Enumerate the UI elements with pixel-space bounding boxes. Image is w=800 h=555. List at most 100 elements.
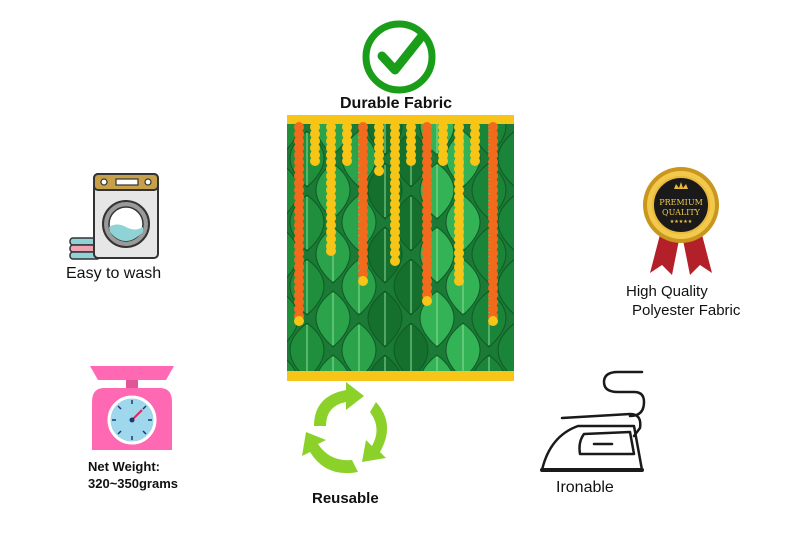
recycle-arrows-icon <box>302 382 388 474</box>
marigold-flower <box>326 213 336 223</box>
marigold-flower <box>294 143 304 153</box>
marigold-border-flower <box>418 371 428 381</box>
marigold-flower <box>454 206 464 216</box>
marigold-flower <box>454 185 464 195</box>
marigold-tassel <box>390 256 400 266</box>
marigold-tassel <box>374 166 384 176</box>
marigold-flower <box>358 241 368 251</box>
marigold-flower <box>454 150 464 160</box>
marigold-flower <box>454 241 464 251</box>
marigold-flower <box>326 136 336 146</box>
marigold-flower <box>374 150 384 160</box>
marigold-flower <box>326 178 336 188</box>
marigold-flower <box>422 199 432 209</box>
marigold-flower <box>326 157 336 167</box>
marigold-flower <box>406 122 416 132</box>
marigold-flower <box>422 164 432 174</box>
marigold-flower <box>422 192 432 202</box>
marigold-flower <box>358 255 368 265</box>
marigold-flower <box>454 192 464 202</box>
marigold-flower <box>358 192 368 202</box>
marigold-flower <box>358 185 368 195</box>
marigold-flower <box>454 248 464 258</box>
marigold-flower <box>406 143 416 153</box>
marigold-flower <box>310 136 320 146</box>
marigold-flower <box>326 171 336 181</box>
marigold-flower <box>294 220 304 230</box>
marigold-flower <box>294 304 304 314</box>
marigold-flower <box>294 199 304 209</box>
marigold-flower <box>422 276 432 286</box>
marigold-flower <box>422 234 432 244</box>
marigold-flower <box>294 213 304 223</box>
marigold-flower <box>358 164 368 174</box>
marigold-flower <box>326 206 336 216</box>
marigold-flower <box>294 136 304 146</box>
marigold-tassel <box>406 156 416 166</box>
marigold-flower <box>390 143 400 153</box>
marigold-flower <box>342 129 352 139</box>
marigold-border-flower <box>478 371 488 381</box>
marigold-flower <box>454 122 464 132</box>
washing-machine-icon <box>69 173 159 260</box>
ironable-feature: Ironable <box>538 370 658 500</box>
marigold-tassel <box>358 276 368 286</box>
marigold-border-flower <box>388 371 398 381</box>
iron-icon <box>540 370 646 472</box>
marigold-flower <box>488 171 498 181</box>
marigold-flower <box>470 122 480 132</box>
marigold-flower <box>326 150 336 160</box>
marigold-flower <box>294 262 304 272</box>
marigold-flower <box>454 143 464 153</box>
marigold-flower <box>454 199 464 209</box>
marigold-flower <box>488 157 498 167</box>
marigold-flower <box>406 129 416 139</box>
marigold-flower <box>470 129 480 139</box>
marigold-flower <box>488 297 498 307</box>
marigold-flower <box>406 136 416 146</box>
marigold-flower <box>390 185 400 195</box>
marigold-flower <box>488 164 498 174</box>
marigold-flower <box>358 171 368 181</box>
marigold-flower <box>342 136 352 146</box>
marigold-flower <box>488 178 498 188</box>
marigold-flower <box>294 122 304 132</box>
marigold-flower <box>326 220 336 230</box>
marigold-flower <box>422 269 432 279</box>
marigold-flower <box>422 157 432 167</box>
marigold-border-flower <box>378 371 388 381</box>
marigold-flower <box>294 297 304 307</box>
marigold-flower <box>390 157 400 167</box>
marigold-flower <box>422 122 432 132</box>
marigold-flower <box>310 122 320 132</box>
marigold-flower <box>488 185 498 195</box>
marigold-flower <box>454 262 464 272</box>
marigold-flower <box>390 213 400 223</box>
marigold-flower <box>422 248 432 258</box>
marigold-border-flower <box>468 371 478 381</box>
marigold-flower <box>294 283 304 293</box>
marigold-flower <box>488 206 498 216</box>
marigold-flower <box>422 227 432 237</box>
reusable-feature: Reusable <box>294 382 404 510</box>
marigold-flower <box>454 171 464 181</box>
marigold-border-flower <box>428 371 438 381</box>
leaf-shape <box>497 323 514 379</box>
marigold-flower <box>422 283 432 293</box>
marigold-border-flower <box>508 371 514 381</box>
marigold-flower <box>358 213 368 223</box>
marigold-flower <box>488 136 498 146</box>
marigold-flower <box>488 122 498 132</box>
marigold-flower <box>326 227 336 237</box>
marigold-flower <box>294 192 304 202</box>
marigold-flower <box>454 269 464 279</box>
marigold-flower <box>358 129 368 139</box>
marigold-flower <box>374 143 384 153</box>
marigold-flower <box>358 157 368 167</box>
ironable-label: Ironable <box>556 479 614 496</box>
marigold-flower <box>422 171 432 181</box>
marigold-flower <box>294 241 304 251</box>
premium-quality-badge-icon: PREMIUM QUALITY ★★★★★ <box>643 167 719 275</box>
marigold-flower <box>454 213 464 223</box>
marigold-tassel <box>488 316 498 326</box>
